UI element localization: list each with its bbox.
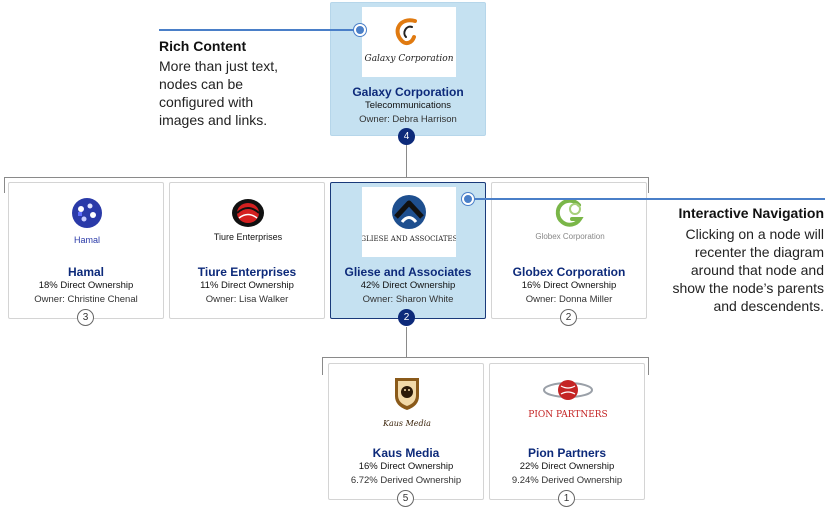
node-name: Gliese and Associates: [344, 265, 472, 279]
node-owner: Owner: Christine Chenal: [34, 294, 138, 305]
interactive-navigation-line: show the node’s parents: [672, 280, 824, 296]
gliese-house-icon: GLIESE AND ASSOCIATES: [362, 195, 456, 243]
rich-content-pointer-dot: [354, 24, 366, 36]
connector-level1-bracket-right: [648, 177, 649, 193]
org-node-hamal[interactable]: Hamal Hamal 18% Direct Ownership Owner: …: [8, 182, 164, 319]
interactive-navigation-heading: Interactive Navigation: [678, 205, 825, 221]
globex-g-icon: Globex Corporation: [535, 198, 605, 241]
logo-wordmark: PION PARTNERS: [528, 410, 607, 420]
company-logo: Hamal: [40, 187, 134, 257]
node-name: Kaus Media: [372, 446, 440, 460]
child-count-badge[interactable]: 4: [398, 128, 415, 145]
logo-wordmark: Globex Corporation: [535, 232, 604, 241]
org-node-tiure-enterprises[interactable]: Tiure Enterprises Tiure Enterprises 11% …: [169, 182, 325, 319]
node-ownership: 22% Direct Ownership: [519, 461, 615, 472]
rich-content-line: configured with: [159, 94, 254, 110]
org-node-pion-partners[interactable]: PION PARTNERS Pion Partners 22% Direct O…: [489, 363, 645, 500]
node-name: Globex Corporation: [512, 265, 626, 279]
logo-wordmark: Galaxy Corporation: [365, 54, 454, 64]
company-logo: PION PARTNERS: [521, 368, 615, 438]
rich-content-heading: Rich Content: [159, 38, 247, 54]
interactive-navigation-pointer-dot: [462, 193, 474, 205]
logo-wordmark: Kaus Media: [382, 419, 431, 428]
galaxy-swoosh-icon: Galaxy Corporation: [365, 18, 454, 64]
rich-content-pointer-line: [159, 29, 364, 31]
child-count-badge[interactable]: 2: [560, 309, 577, 326]
node-owner: Owner: Debra Harrison: [359, 114, 457, 125]
kaus-lion-shield-icon: Kaus Media: [382, 378, 431, 428]
pion-ball-icon: PION PARTNERS: [528, 380, 608, 420]
node-name: Tiure Enterprises: [197, 265, 297, 279]
node-derived-ownership: 9.24% Derived Ownership: [511, 475, 623, 486]
org-node-gliese-and-associates[interactable]: GLIESE AND ASSOCIATES Gliese and Associa…: [330, 182, 486, 319]
hamal-puzzle-icon: Hamal: [72, 198, 102, 245]
node-owner: Owner: Lisa Walker: [205, 294, 289, 305]
org-node-kaus-media[interactable]: Kaus Media Kaus Media 16% Direct Ownersh…: [328, 363, 484, 500]
tiure-globe-icon: Tiure Enterprises: [214, 199, 283, 242]
child-count-badge[interactable]: 5: [397, 490, 414, 507]
interactive-navigation-line: Clicking on a node will: [685, 226, 824, 242]
node-name: Hamal: [67, 265, 105, 279]
node-name: Galaxy Corporation: [352, 85, 464, 99]
node-ownership: 16% Direct Ownership: [521, 280, 617, 291]
interactive-navigation-line: recenter the diagram: [694, 244, 824, 260]
logo-wordmark: GLIESE AND ASSOCIATES: [362, 235, 456, 243]
node-owner: Owner: Donna Miller: [525, 294, 613, 305]
org-node-globex-corporation[interactable]: Globex Corporation Globex Corporation 16…: [491, 182, 647, 319]
rich-content-line: images and links.: [159, 112, 268, 128]
interactive-navigation-pointer-line: [470, 198, 825, 200]
connector-level2-bracket-top: [322, 357, 649, 358]
child-count-badge[interactable]: 1: [558, 490, 575, 507]
connector-level2-bracket-left: [322, 357, 323, 375]
interactive-navigation-line: around that node and: [690, 262, 824, 278]
rich-content-line: More than just text,: [159, 58, 279, 74]
connector-level1-bracket-top: [4, 177, 649, 178]
connector-gliese-stem: [406, 327, 407, 357]
company-logo: GLIESE AND ASSOCIATES: [362, 187, 456, 257]
node-name: Pion Partners: [527, 446, 607, 460]
logo-wordmark: Tiure Enterprises: [214, 232, 283, 242]
company-logo: Tiure Enterprises: [201, 187, 295, 257]
node-industry: Telecommunications: [364, 100, 452, 111]
node-derived-ownership: 6.72% Derived Ownership: [350, 475, 462, 486]
connector-root-stem: [406, 145, 407, 178]
node-ownership: 18% Direct Ownership: [38, 280, 134, 291]
child-count-badge[interactable]: 2: [398, 309, 415, 326]
company-logo: Kaus Media: [360, 368, 454, 438]
node-ownership: 42% Direct Ownership: [360, 280, 456, 291]
child-count-badge[interactable]: 3: [77, 309, 94, 326]
node-owner: Owner: Sharon White: [362, 294, 454, 305]
company-logo: Galaxy Corporation: [362, 7, 456, 77]
logo-wordmark: Hamal: [74, 235, 100, 245]
node-ownership: 16% Direct Ownership: [358, 461, 454, 472]
rich-content-line: nodes can be: [159, 76, 244, 92]
connector-level2-bracket-right: [648, 357, 649, 375]
connector-level1-bracket-left: [4, 177, 5, 193]
node-ownership: 11% Direct Ownership: [200, 280, 294, 291]
interactive-navigation-line: and descendents.: [713, 298, 824, 314]
org-node-galaxy-corporation[interactable]: Galaxy Corporation Galaxy Corporation Te…: [330, 2, 486, 136]
